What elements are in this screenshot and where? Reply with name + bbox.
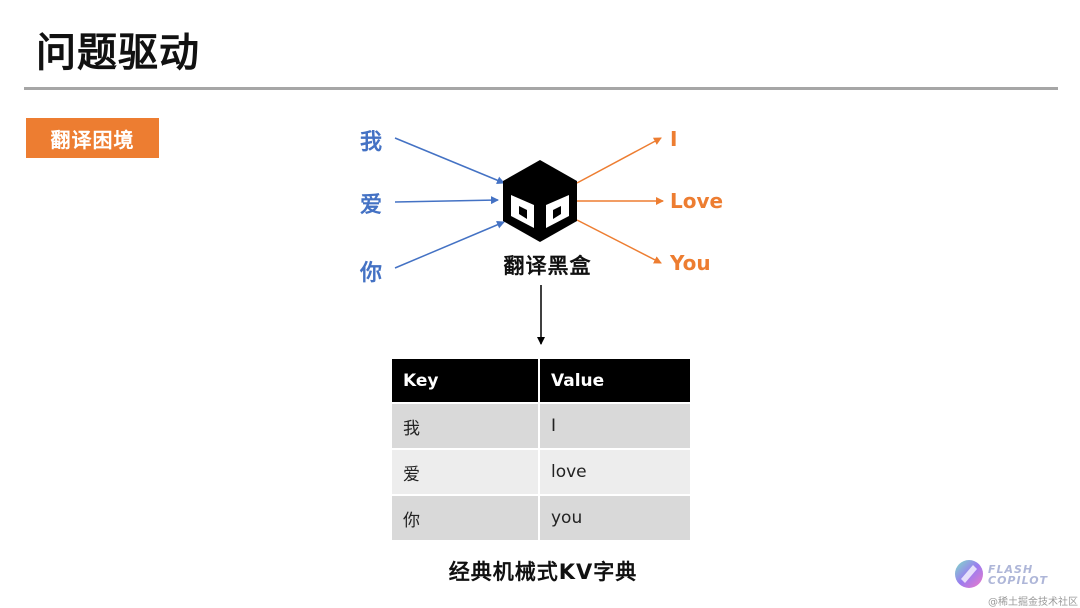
table-row: 我 I [392,402,690,448]
key-cell: 你 [392,494,540,540]
black-box-label: 翻译黑盒 [503,254,592,278]
input-arrow-2 [394,196,499,205]
key-cell: 我 [392,402,540,448]
slide-title: 问题驱动 [36,30,200,76]
watermark: @稀土掘金技术社区 [988,597,1078,608]
value-cell: I [540,402,690,448]
output-word-2: Love [670,189,724,213]
input-arrow-1 [394,137,505,185]
table-row: 你 you [392,494,690,540]
key-cell: 爱 [392,448,540,494]
table-header-row: Key Value [392,359,690,402]
input-arrow-3 [394,221,505,269]
input-word-1: 我 [360,130,383,155]
output-word-3: You [670,251,711,275]
logo-text-line2: COPILOT [988,574,1049,587]
column-header-value: Value [540,359,690,402]
input-word-3: 你 [360,261,383,286]
output-arrow-3 [576,219,662,264]
table-row: 爱 love [392,448,690,494]
section-tag: 翻译困境 [26,118,159,158]
value-cell: you [540,494,690,540]
flash-copilot-logo-icon [955,560,983,588]
output-word-1: I [670,127,678,151]
output-arrow-1 [576,137,662,184]
column-header-key: Key [392,359,540,402]
logo-text-line1: FLASH [988,563,1034,576]
black-box-icon [503,160,577,242]
kv-table: Key Value 我 I 爱 love 你 you [392,359,690,540]
input-word-2: 爱 [360,193,383,218]
title-divider [24,87,1058,90]
table-caption: 经典机械式KV字典 [448,560,638,584]
value-cell: love [540,448,690,494]
